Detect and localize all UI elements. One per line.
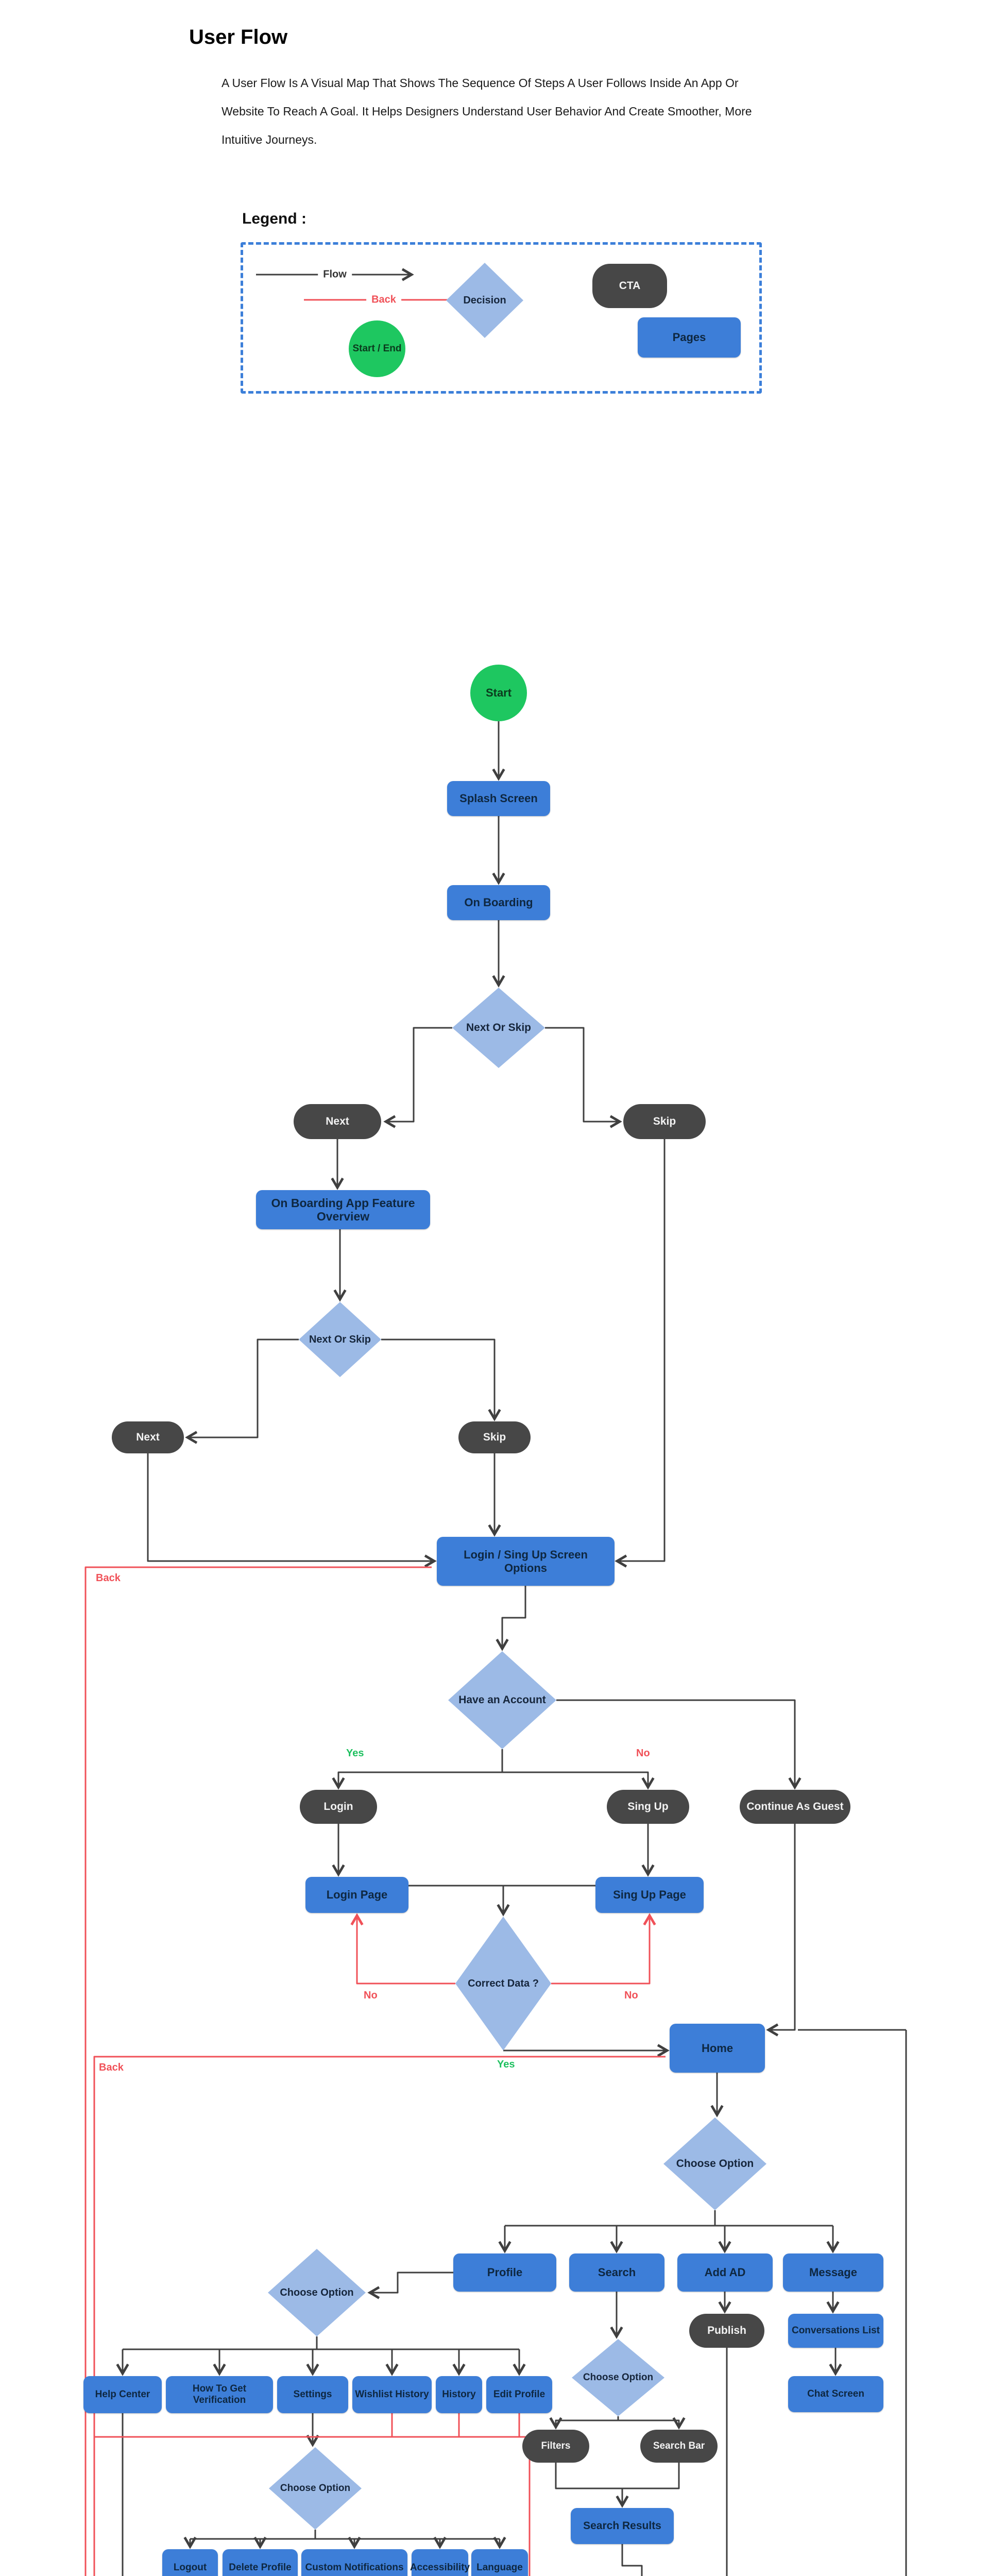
node-edit-profile: Edit Profile <box>486 2376 552 2413</box>
node-start: Start <box>470 665 527 721</box>
node-skip-cta-2: Skip <box>458 1421 531 1453</box>
node-message: Message <box>783 2253 883 2292</box>
legend-title: Legend : <box>242 210 306 227</box>
edge-label-no-account: No <box>636 1748 650 1759</box>
node-language: Language <box>471 2549 528 2576</box>
description-line: Website To Reach A Goal. It Helps Design… <box>221 105 752 118</box>
edge-label-no-login: No <box>364 1990 378 2001</box>
node-search: Search <box>569 2253 664 2292</box>
description-line: Intuitive Journeys. <box>221 133 317 146</box>
legend-pages-shape: Pages <box>638 317 741 358</box>
node-logout: Logout <box>162 2549 218 2576</box>
legend-flow-label: Flow <box>318 268 352 281</box>
node-conversations-list: Conversations List <box>788 2314 883 2348</box>
node-accessibility: Accessibility <box>410 2549 470 2576</box>
node-settings: Settings <box>277 2376 348 2413</box>
node-help-center: Help Center <box>83 2376 162 2413</box>
page-description: A User Flow Is A Visual Map That Shows T… <box>221 76 798 161</box>
node-continue-as-guest-cta: Continue As Guest <box>740 1790 850 1824</box>
edge-label-yes-account: Yes <box>346 1748 364 1759</box>
node-on-boarding: On Boarding <box>447 885 550 920</box>
node-onboarding-feature-overview: On Boarding App Feature Overview <box>256 1190 430 1229</box>
page-title: User Flow <box>189 26 288 48</box>
node-wishlist-history: Wishlist History <box>352 2376 432 2413</box>
node-login-signup-options: Login / Sing Up Screen Options <box>437 1537 615 1586</box>
node-login-page: Login Page <box>305 1877 408 1913</box>
node-chat-screen: Chat Screen <box>788 2376 883 2412</box>
node-delete-profile: Delete Profile <box>223 2549 298 2576</box>
node-custom-notifications: Custom Notifications <box>301 2549 407 2576</box>
node-profile: Profile <box>453 2253 556 2292</box>
edge-label-back-1: Back <box>96 1572 121 1584</box>
node-search-results: Search Results <box>571 2508 674 2544</box>
edge-label-yes-home: Yes <box>497 2059 515 2070</box>
node-search-bar-cta: Search Bar <box>640 2430 718 2463</box>
node-home: Home <box>670 2024 765 2073</box>
back-flow-lines <box>84 1566 666 2576</box>
node-how-to-get-verification: How To Get Verification <box>166 2376 273 2413</box>
node-next-cta-1: Next <box>294 1104 381 1139</box>
description-line: A User Flow Is A Visual Map That Shows T… <box>221 76 739 90</box>
node-filters-cta: Filters <box>522 2430 589 2463</box>
node-signup-cta: Sing Up <box>607 1790 689 1824</box>
node-splash-screen: Splash Screen <box>447 781 550 816</box>
node-skip-cta-1: Skip <box>623 1104 706 1139</box>
node-next-cta-2: Next <box>112 1421 184 1453</box>
node-login-cta: Login <box>300 1790 377 1824</box>
node-signup-page: Sing Up Page <box>595 1877 704 1913</box>
node-publish-cta: Publish <box>689 2314 764 2348</box>
edge-label-no-signup: No <box>624 1990 638 2001</box>
node-history: History <box>436 2376 482 2413</box>
legend-start-end-shape: Start / End <box>349 320 405 377</box>
legend-cta-shape: CTA <box>592 264 667 308</box>
edge-label-back-2: Back <box>99 2062 124 2073</box>
legend-back-label: Back <box>366 294 401 306</box>
legend-box <box>241 242 762 394</box>
node-add-ad: Add AD <box>677 2253 773 2292</box>
dark-flow-lines <box>116 721 907 2576</box>
